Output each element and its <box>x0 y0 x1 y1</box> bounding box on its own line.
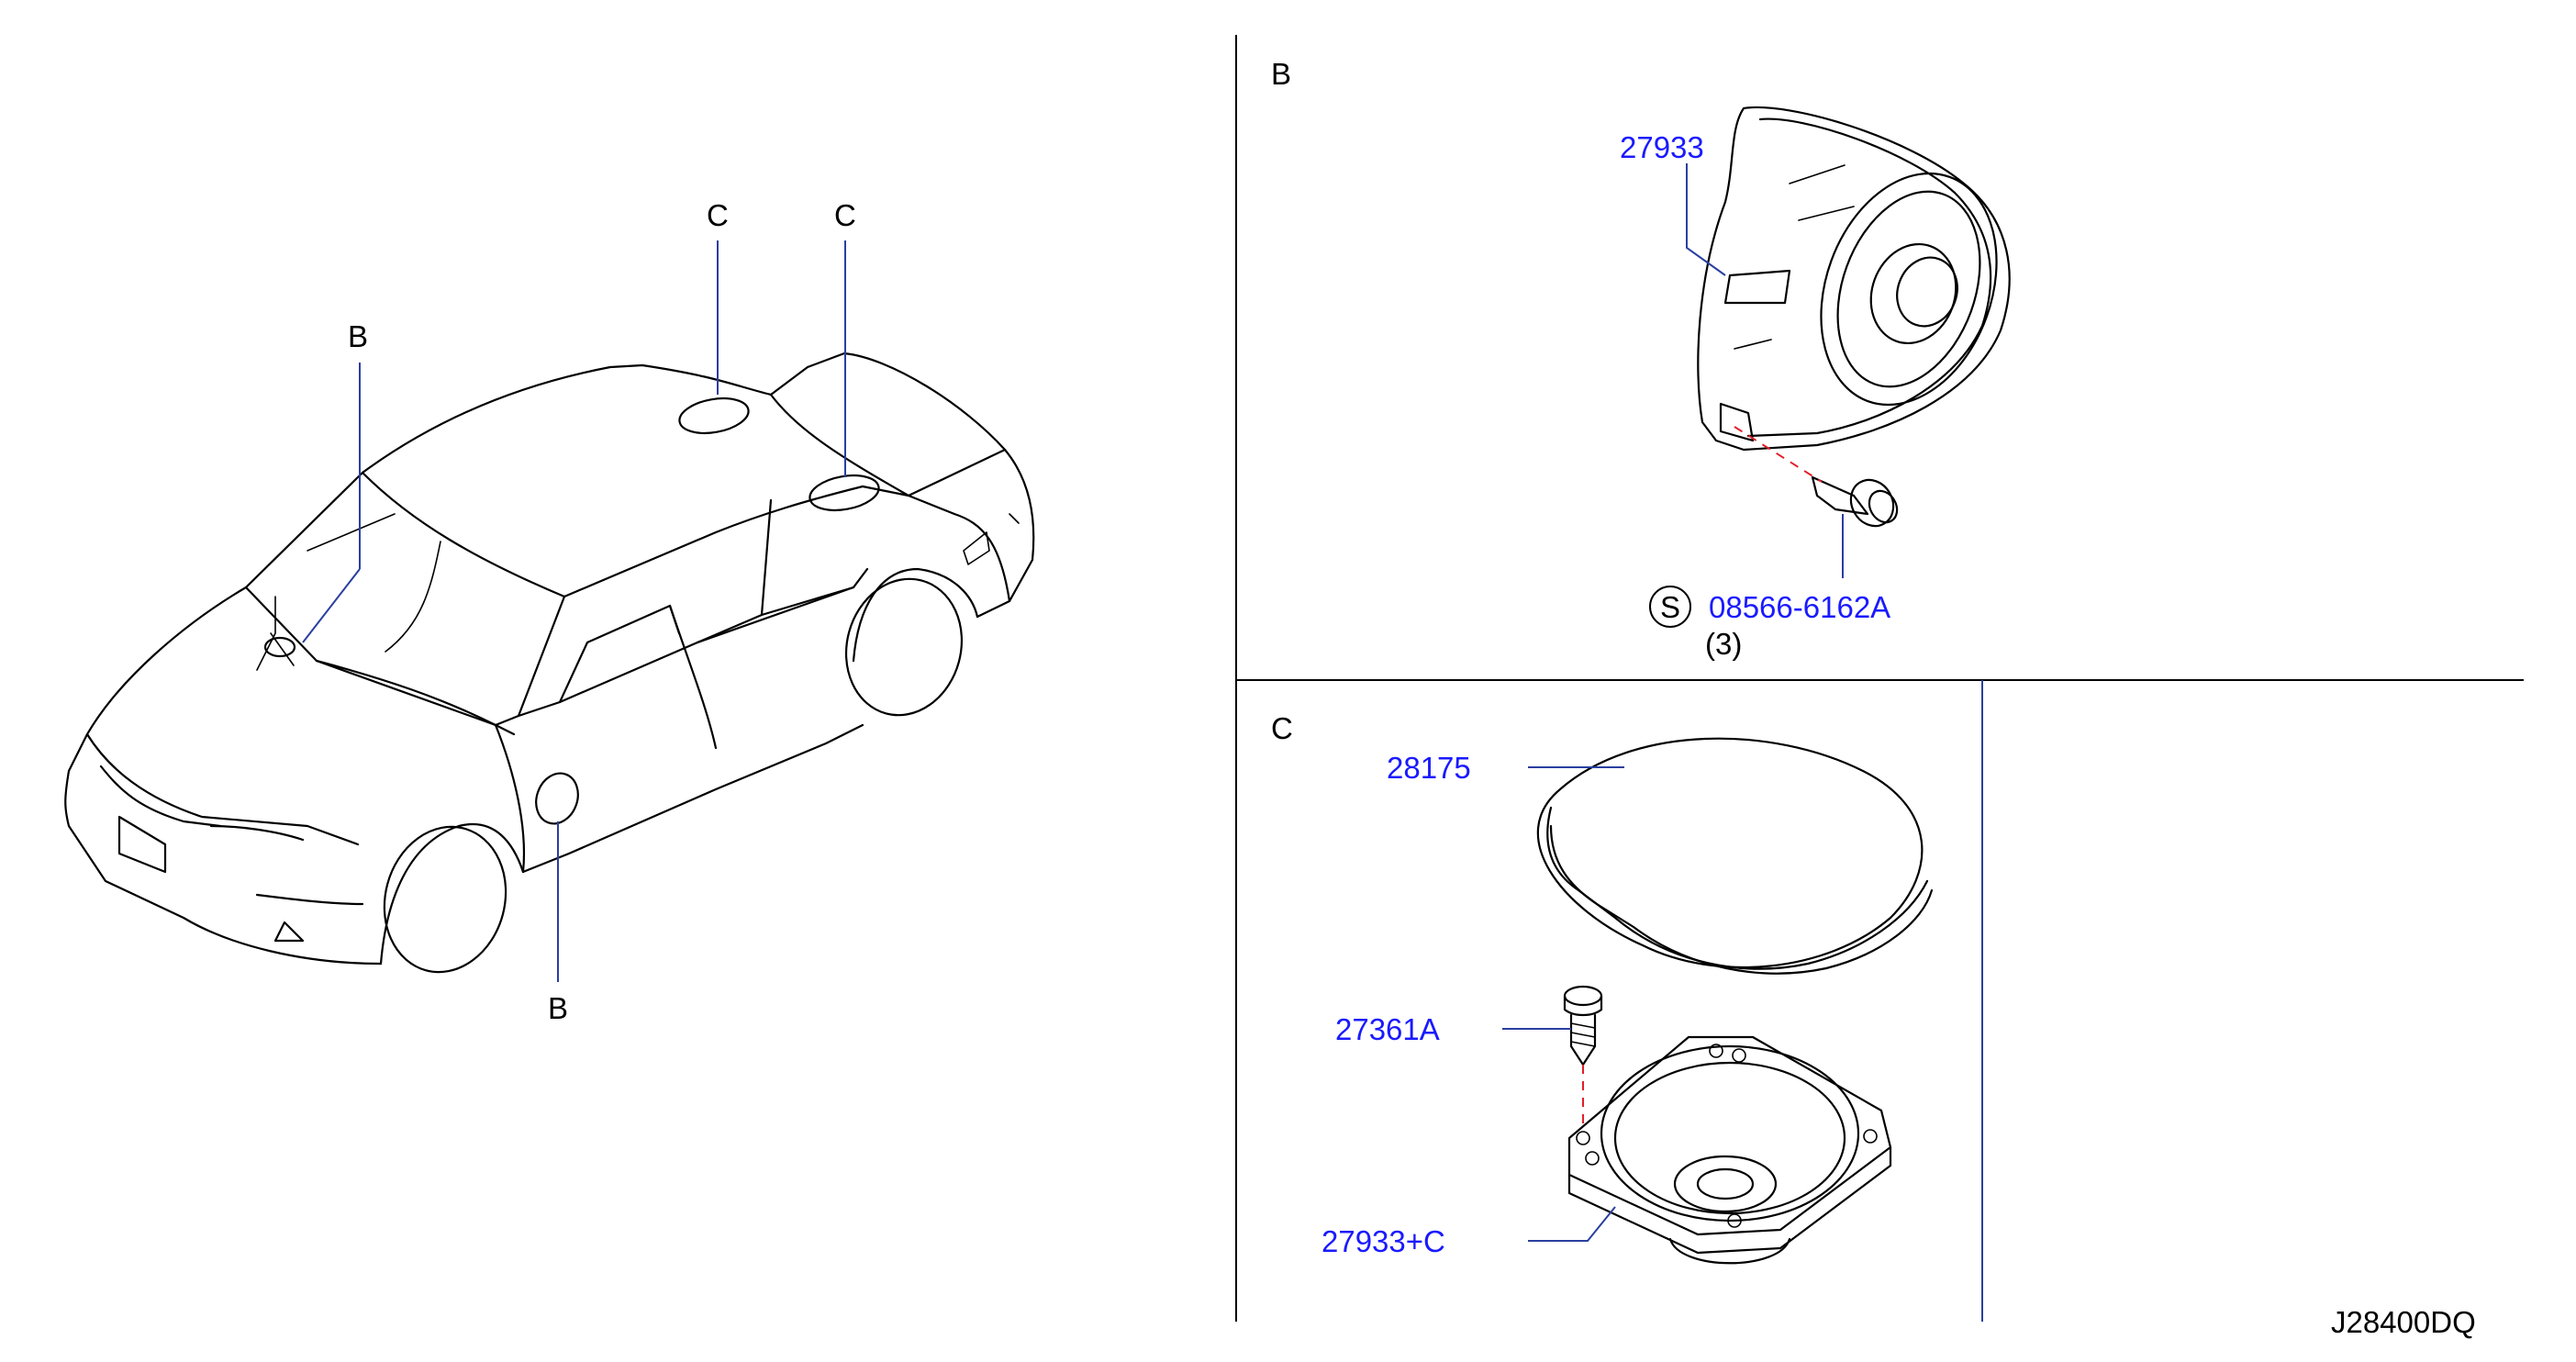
part-number-08566-6162A[interactable]: 08566-6162A <box>1709 590 1890 624</box>
part-number-27933[interactable]: 27933 <box>1620 130 1704 164</box>
part-number-28175[interactable]: 28175 <box>1387 751 1471 785</box>
grille-illustration <box>1536 737 1934 975</box>
section-b-title: B <box>1271 57 1291 91</box>
screw-illustration <box>1811 475 1899 528</box>
part-number-27933-c[interactable]: 27933+C <box>1321 1224 1445 1258</box>
callout-c-shelf-right: C <box>834 198 856 232</box>
section-frames <box>1235 35 2524 1322</box>
callout-b-dash: B <box>348 319 368 353</box>
callout-b-door: B <box>548 991 568 1025</box>
screw-quantity: (3) <box>1705 627 1742 661</box>
callout-c-shelf-left: C <box>707 198 729 232</box>
screw-symbol: S <box>1660 590 1680 624</box>
door-speaker-illustration <box>1697 106 2011 452</box>
diagram-code: J28400DQ <box>2331 1305 2476 1339</box>
section-c-leaders <box>1502 766 1624 1242</box>
overview-leaders <box>302 240 846 982</box>
section-c-title: C <box>1271 711 1293 745</box>
screw-axis <box>1734 426 1823 483</box>
bolt-illustration <box>1563 985 1603 1066</box>
shelf-speaker-illustration <box>1567 1035 1892 1265</box>
part-number-27361A[interactable]: 27361A <box>1335 1012 1440 1046</box>
section-b-leaders <box>1686 163 1844 578</box>
car-overview-illustration <box>64 352 1035 974</box>
screw-symbol-circle <box>1649 586 1691 628</box>
overview-callouts: B C C B <box>348 198 856 1025</box>
